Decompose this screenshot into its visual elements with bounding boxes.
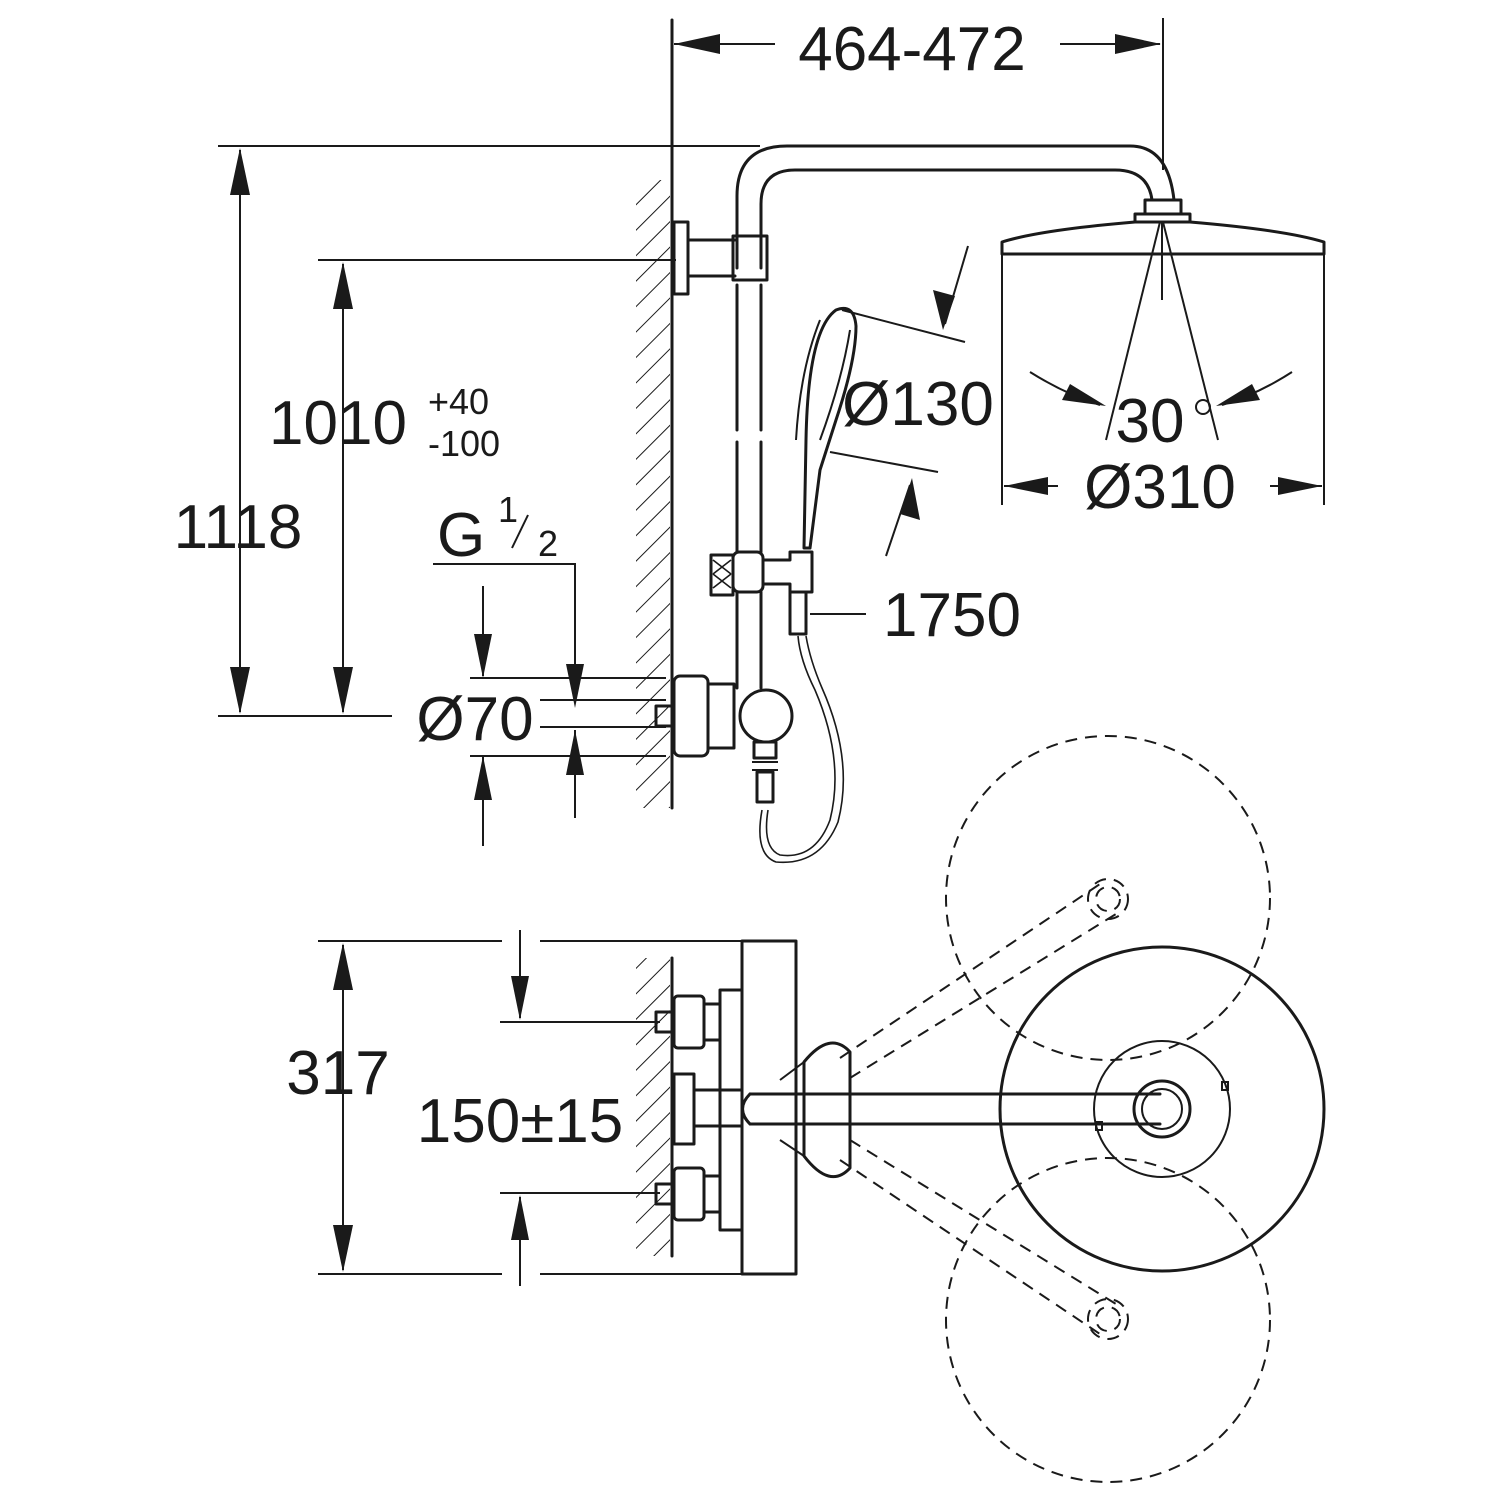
width-range-label: 464-472: [798, 15, 1026, 84]
elevation-view: 464-472 1118 1010 +40 -100 G 1 2: [174, 15, 1326, 864]
thread-g-label: G: [437, 501, 485, 570]
plan-depth-dimension: 317: [286, 940, 796, 1275]
tolerance-minus-label: -100: [428, 423, 500, 464]
hand-shower: [795, 306, 858, 550]
degree-symbol: [1195, 399, 1211, 415]
hand-shower-diameter-label: Ø130: [842, 370, 994, 439]
wall-plan: [636, 956, 674, 1258]
shower-arm-plan: [741, 1041, 1162, 1178]
hand-shower-slider: [709, 550, 814, 636]
total-height-label: 1118: [174, 493, 303, 562]
head-diameter-label: Ø310: [1084, 453, 1236, 522]
mixer-diameter-dimension: Ø70: [416, 586, 666, 846]
mount-height-label: 1010: [269, 389, 407, 458]
thread-denominator-label: 2: [538, 523, 558, 564]
inlet-spacing-label: 150±15: [417, 1087, 623, 1156]
swivel-angle-label: 30: [1116, 387, 1185, 456]
thermostatic-mixer: [654, 674, 794, 804]
inlet-spacing-dimension: 150±15: [417, 930, 660, 1286]
swivel-position-upper: [839, 735, 1271, 1079]
head-shower: 30: [1000, 198, 1326, 505]
swivel-position-lower: [839, 1139, 1271, 1483]
thread-dimension: G 1 2: [433, 489, 584, 818]
riser-pipe: [735, 144, 1176, 690]
width-dimension: 464-472: [674, 15, 1164, 170]
mixer-diameter-label: Ø70: [416, 685, 533, 754]
mixer-plan: [654, 939, 798, 1276]
wall-bracket: [672, 220, 769, 296]
wall-elevation: [636, 18, 674, 810]
plan-view: 317 150±15: [286, 735, 1326, 1483]
head-diameter-dimension: Ø310: [1004, 453, 1322, 522]
thread-numerator-label: 1: [498, 489, 518, 530]
hand-shower-diameter-dimension: Ø130: [829, 245, 994, 557]
overall-height-dimension: 1118: [174, 145, 760, 717]
plan-depth-label: 317: [286, 1039, 389, 1108]
hose-length-label: 1750: [883, 581, 1021, 650]
hose: 1750: [759, 581, 1021, 864]
tolerance-plus-label: +40: [428, 381, 489, 422]
head-shower-plan: [998, 945, 1326, 1273]
mount-height-dimension: 1010 +40 -100: [269, 259, 676, 714]
